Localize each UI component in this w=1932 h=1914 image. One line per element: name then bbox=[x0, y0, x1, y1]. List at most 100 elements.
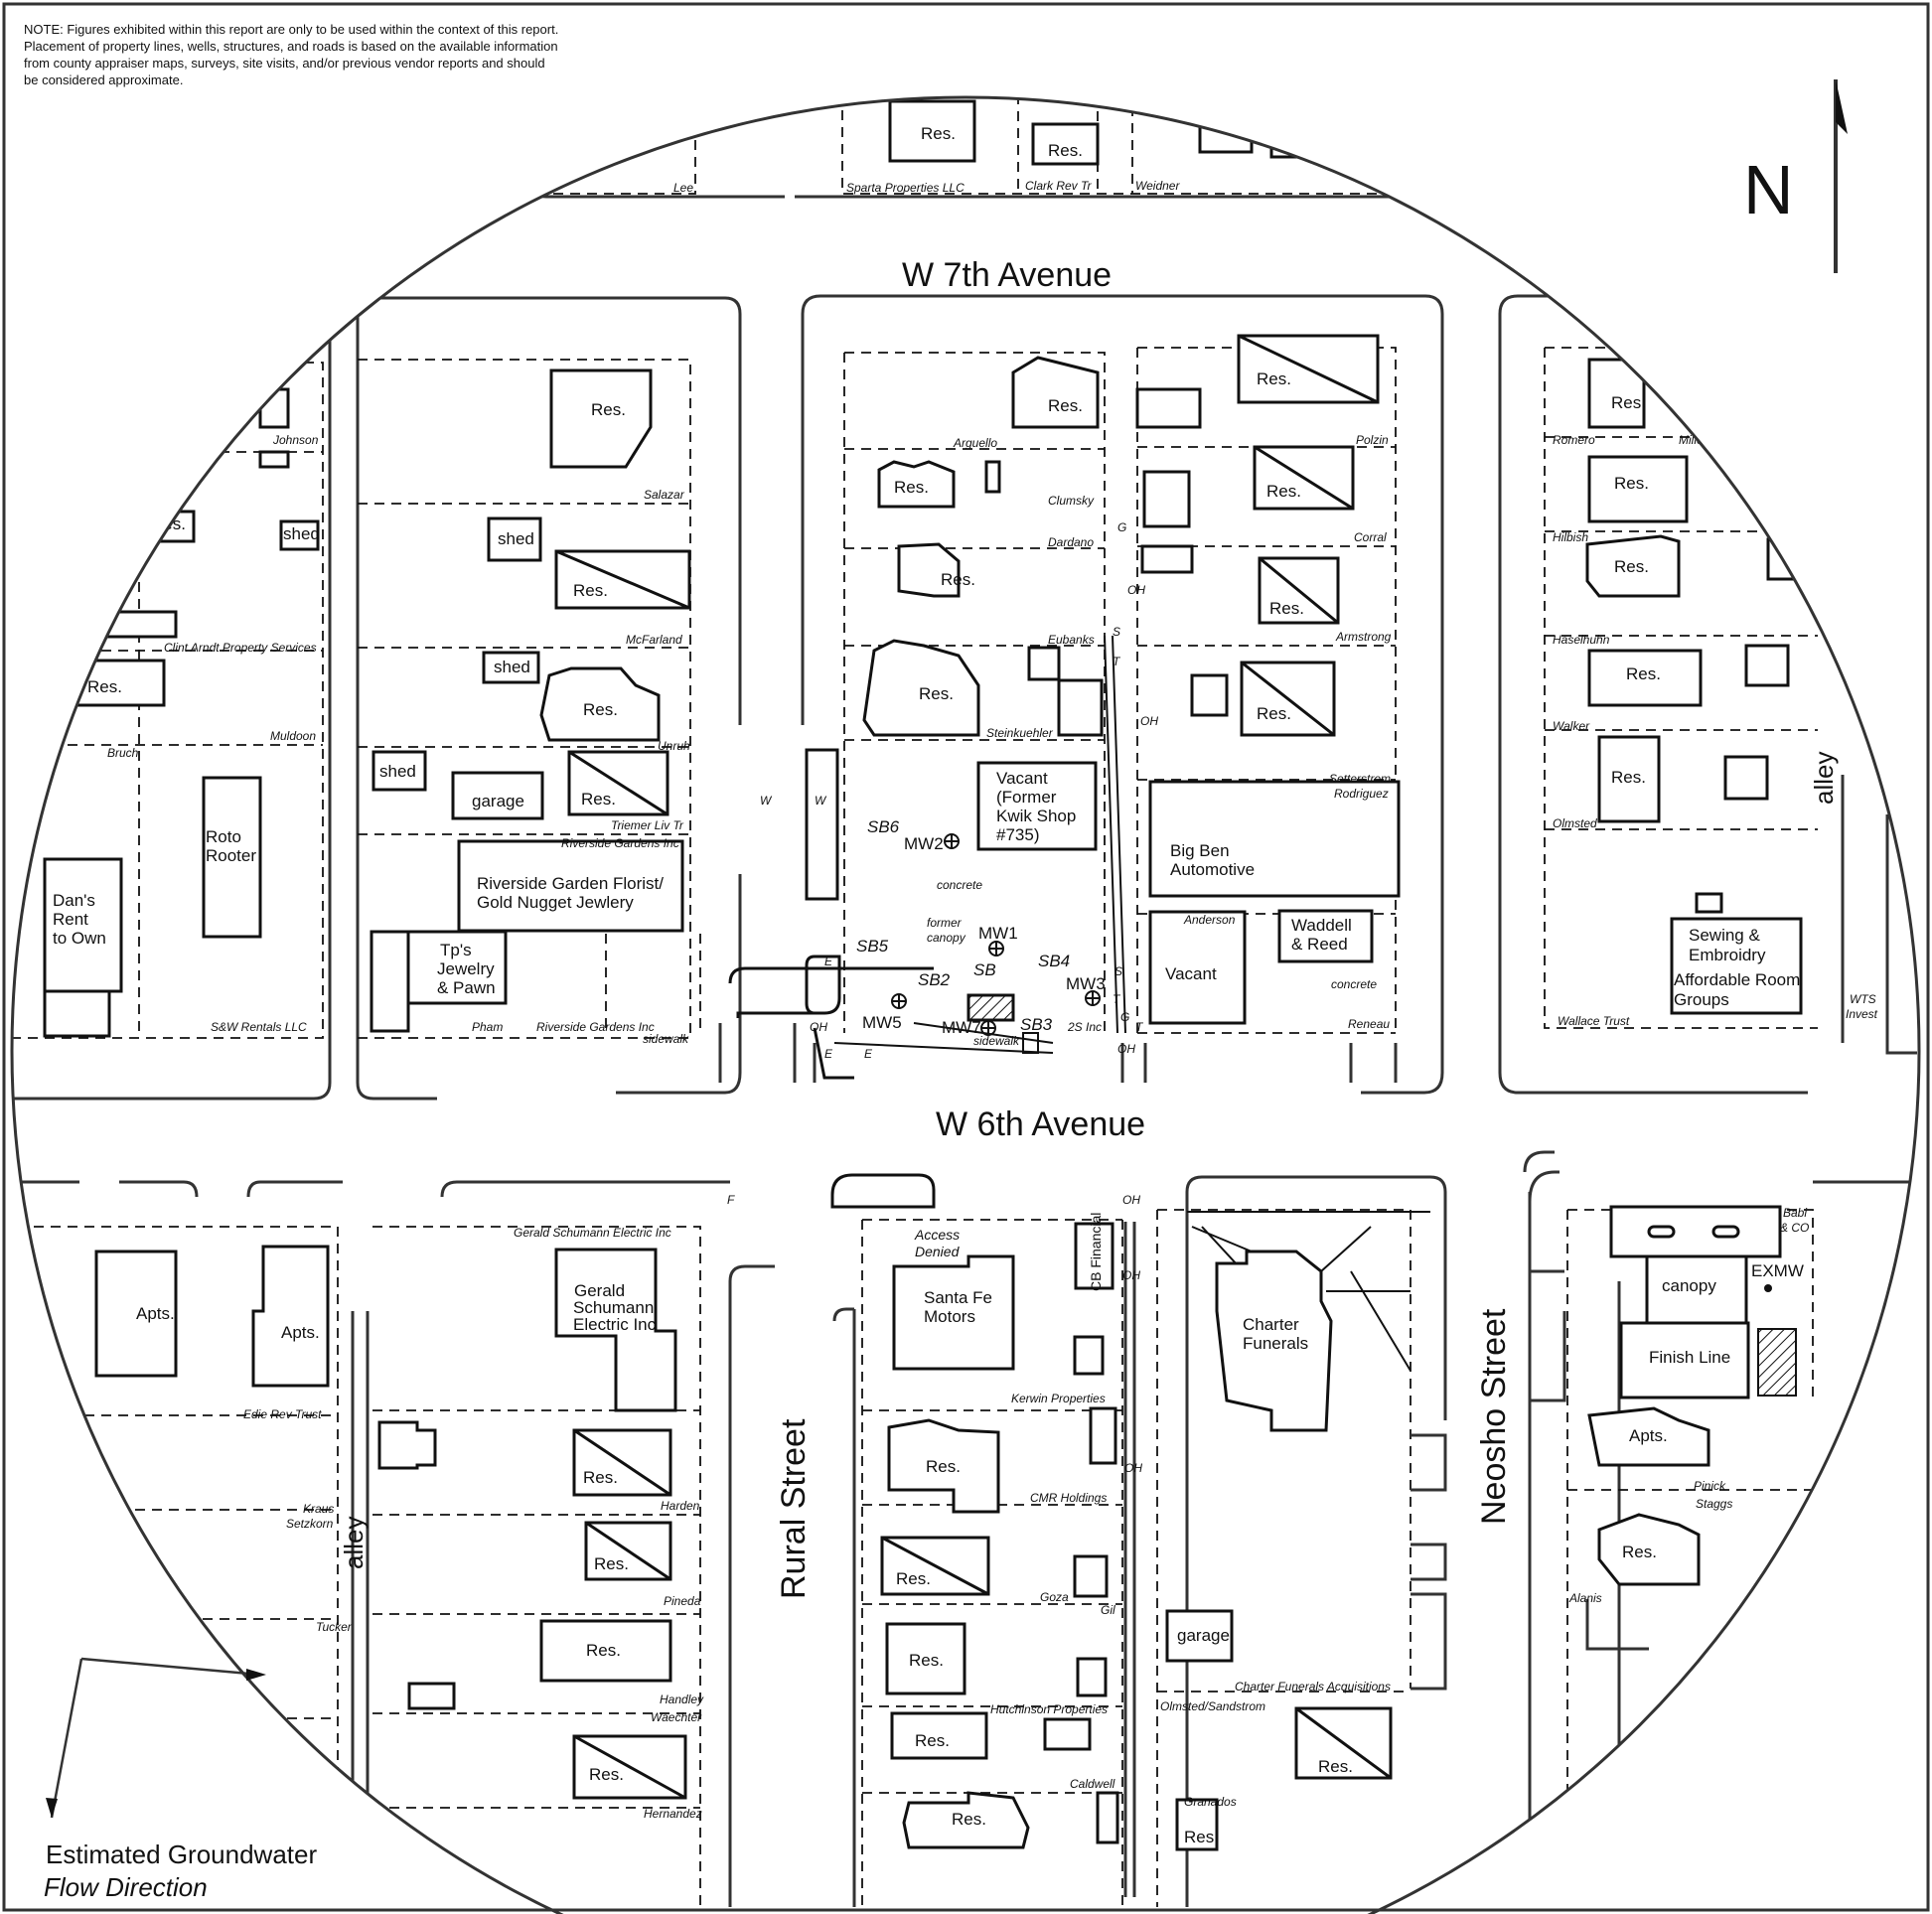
building-roto-1: Roto bbox=[206, 827, 241, 846]
well-mw7: MW7 bbox=[942, 1018, 981, 1037]
utility-e: E bbox=[864, 1047, 873, 1061]
building-garage: garage bbox=[1177, 1626, 1230, 1645]
building-tps-2: Jewelry bbox=[437, 959, 495, 978]
owner-haselhuhn: Haselhuhn bbox=[1553, 633, 1610, 647]
owner-polzin: Polzin bbox=[1356, 433, 1389, 447]
well-mw5: MW5 bbox=[862, 1013, 902, 1032]
block-far-west bbox=[12, 362, 324, 1039]
note-line-1: NOTE: Figures exhibited within this repo… bbox=[24, 22, 558, 37]
well-labels: SB6 MW2 SB5 MW1 SB4 SB2 SB MW3 MW5 MW7 S… bbox=[856, 817, 1106, 1037]
well-mw3: MW3 bbox=[1066, 974, 1106, 993]
building-res: Res. bbox=[151, 515, 186, 533]
building-gerald-3: Electric Inc bbox=[573, 1315, 657, 1334]
utility-t: T bbox=[1113, 655, 1121, 668]
building-sewing-4: Groups bbox=[1674, 990, 1729, 1009]
utility-s: S bbox=[1113, 625, 1120, 639]
building-concrete: concrete bbox=[937, 878, 982, 892]
owner-lee: Lee bbox=[673, 181, 693, 195]
boring-sb: SB bbox=[973, 960, 996, 979]
building-res: Res. bbox=[594, 1554, 629, 1573]
owner-staggs: Staggs bbox=[1696, 1497, 1732, 1511]
utility-oh: OH bbox=[1117, 1042, 1135, 1056]
building-res: Res. bbox=[1257, 704, 1291, 723]
building-res: Res. bbox=[1048, 396, 1083, 415]
map-content: W 7th Avenue W 6th Avenue Rural Street N… bbox=[12, 83, 1919, 1907]
alley-west: alley bbox=[339, 1517, 369, 1569]
building-gerald-2: Schumann bbox=[573, 1298, 654, 1317]
owner-wts: WTS bbox=[1850, 992, 1876, 1006]
flow-arrow-icon bbox=[50, 1657, 261, 1819]
owner-dardano: Dardano bbox=[1048, 535, 1094, 549]
owner-derbyshire: Derbyshire bbox=[1033, 83, 1091, 97]
boring-sb4: SB4 bbox=[1038, 952, 1070, 970]
owner-armstrong: Armstrong bbox=[1335, 630, 1392, 644]
building-tps-1: Tp's bbox=[440, 941, 472, 959]
building-sidewalk: sidewalk bbox=[973, 1034, 1020, 1048]
building-vacant-3: Kwik Shop bbox=[996, 807, 1076, 825]
building-res: Res. bbox=[909, 1651, 944, 1670]
utility-w: W bbox=[760, 794, 773, 808]
well-mw2: MW2 bbox=[904, 834, 944, 853]
street-rural: Rural Street bbox=[775, 1418, 813, 1599]
building-res: Res. bbox=[1318, 1757, 1353, 1776]
building-res: Res. bbox=[926, 1457, 961, 1476]
building-sewing-2: Embroidry bbox=[1689, 946, 1766, 964]
building-finish: Finish Line bbox=[1649, 1348, 1730, 1367]
utility-e: E bbox=[824, 1047, 833, 1061]
building-concrete: concrete bbox=[1331, 977, 1377, 991]
block-south-east bbox=[1523, 1150, 1814, 1907]
owner-goza: Goza bbox=[1040, 1590, 1069, 1604]
block-site-east bbox=[1135, 334, 1401, 1083]
owner-bruch: Bruch bbox=[107, 746, 139, 760]
owner-riverside1: Riverside Gardens Inc bbox=[561, 836, 679, 850]
north-label: N bbox=[1743, 151, 1794, 228]
owner-cmr: CMR Holdings bbox=[1030, 1491, 1107, 1505]
building-shed: shed bbox=[379, 762, 416, 781]
owner-johnson: Johnson bbox=[272, 433, 319, 447]
owner-salazar: Salazar bbox=[644, 488, 685, 502]
utility-oh: OH bbox=[1122, 1268, 1140, 1282]
groundwater-legend: Estimated Groundwater Flow Direction bbox=[44, 1657, 317, 1902]
utility-oh: OH bbox=[1124, 1461, 1142, 1475]
owner-arguello: Arguello bbox=[953, 436, 997, 450]
building-cb: CB Financial bbox=[1088, 1213, 1104, 1291]
building-waddell-1: Waddell bbox=[1291, 916, 1352, 935]
building-res: Res. bbox=[894, 478, 929, 497]
owner-hutchinson: Hutchinson Properties bbox=[990, 1702, 1108, 1716]
owner-caldwell: Caldwell bbox=[1070, 1777, 1115, 1791]
building-res: Res. bbox=[1257, 369, 1291, 388]
street-w7th: W 7th Avenue bbox=[902, 256, 1112, 294]
owner-gil: Gil bbox=[1101, 1603, 1115, 1617]
utility-s: S bbox=[1115, 964, 1122, 978]
owner-romero: Romero bbox=[1553, 433, 1595, 447]
building-res: Res. bbox=[941, 570, 975, 589]
building-res: Res. bbox=[589, 1765, 624, 1784]
building-res: Res. bbox=[1622, 1543, 1657, 1561]
owner-harden: Harden bbox=[661, 1499, 700, 1513]
building-bigben-2: Automotive bbox=[1170, 860, 1255, 879]
building-shed: shed bbox=[494, 658, 530, 676]
owner-edie: Edie Rev Trust bbox=[243, 1407, 322, 1421]
utility-t: T bbox=[1135, 1020, 1144, 1034]
note-block: NOTE: Figures exhibited within this repo… bbox=[24, 22, 558, 87]
utility-oh: OH bbox=[810, 1020, 827, 1034]
utility-g: G bbox=[1120, 1010, 1129, 1024]
owner-twos: 2S Inc bbox=[1067, 1020, 1102, 1034]
building-res: Res. bbox=[1614, 557, 1649, 576]
building-shed: shed bbox=[283, 524, 320, 543]
note-line-3: from county appraiser maps, surveys, sit… bbox=[24, 56, 545, 71]
owner-clumsky: Clumsky bbox=[1048, 494, 1095, 508]
building-res: Res. bbox=[1266, 482, 1301, 501]
building-res: Res. bbox=[1269, 599, 1304, 618]
building-res: Res. bbox=[1614, 474, 1649, 493]
building-gerald-1: Gerald bbox=[574, 1281, 625, 1300]
building-labels: Res. Res. Res. Res. Res. shed Res. Roto … bbox=[53, 124, 1804, 1846]
owner-rodriguez: Rodriguez bbox=[1334, 787, 1389, 801]
owner-clark: Clark Rev Tr bbox=[1025, 179, 1092, 193]
utility-labels: G OH S T OH W W E OH E E S T G T OH F OH… bbox=[727, 520, 1158, 1475]
building-vacant-1: Vacant bbox=[996, 769, 1048, 788]
building-sewing-1: Sewing & bbox=[1689, 926, 1760, 945]
note-line-4: be considered approximate. bbox=[24, 73, 183, 87]
owner-setterstrom: Setterstrom bbox=[1329, 772, 1391, 786]
